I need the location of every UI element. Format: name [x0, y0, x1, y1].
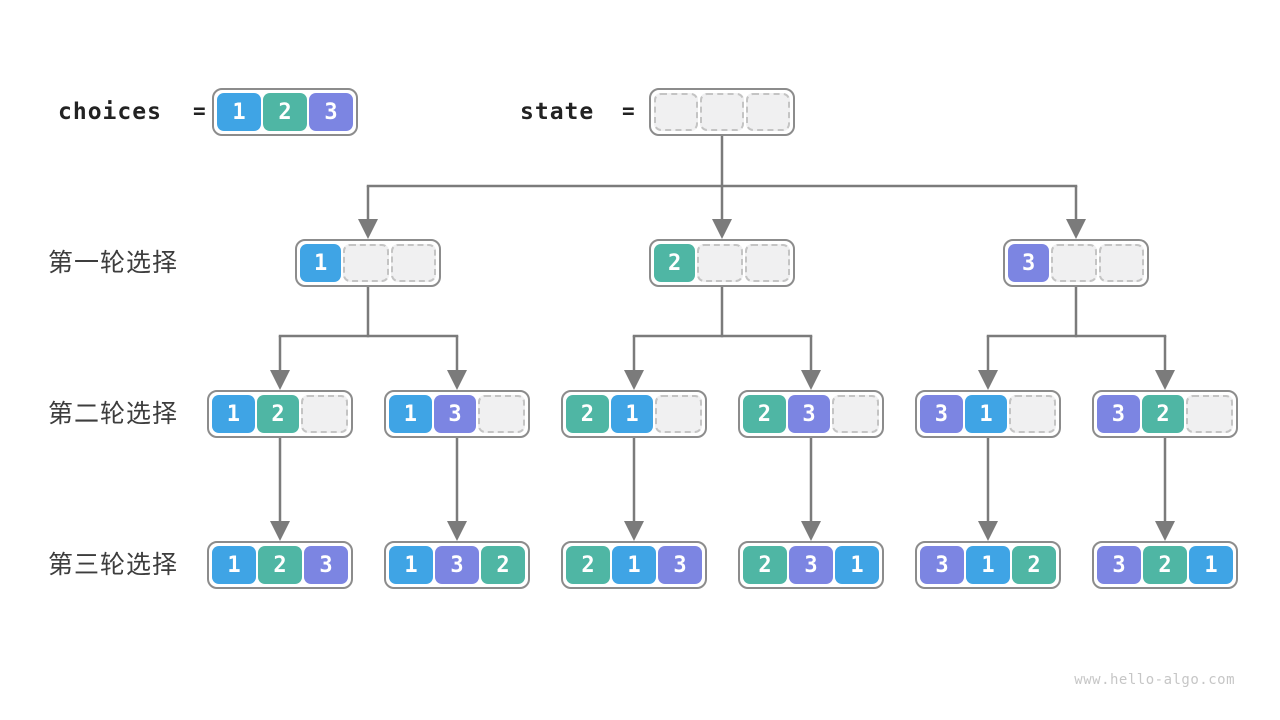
row-label-round-3: 第三轮选择	[48, 550, 179, 579]
round3-cell-value: 3	[789, 546, 833, 584]
round3-cell-value: 2	[743, 546, 787, 584]
round1-cell-value: 1	[300, 244, 342, 282]
round1-cell-empty	[390, 244, 436, 282]
row-label-round-1: 第一轮选择	[48, 248, 179, 277]
round2-cell-value: 3	[1097, 395, 1140, 433]
round1-cell-empty	[1051, 244, 1097, 282]
round1-cell-empty	[343, 244, 389, 282]
state-box-round1-3: 3	[1003, 239, 1149, 287]
state-cell-empty	[654, 93, 698, 131]
row-label-round-2: 第二轮选择	[48, 399, 179, 428]
choices-cell-value: 1	[217, 93, 261, 131]
round1-cell-empty	[744, 244, 790, 282]
choices-cell-value: 3	[309, 93, 353, 131]
round3-cell-value: 1	[966, 546, 1010, 584]
round2-cell-value: 3	[787, 395, 831, 433]
round2-cell-value: 2	[1141, 395, 1185, 433]
state-cell-empty	[746, 93, 790, 131]
round3-cell-value: 2	[1143, 546, 1187, 584]
round3-cell-value: 2	[258, 546, 302, 584]
round3-cell-value: 3	[435, 546, 479, 584]
round2-cell-empty	[301, 395, 349, 433]
state-box-round1-1: 1	[295, 239, 441, 287]
round3-cell-value: 2	[1012, 546, 1056, 584]
state-array-box	[649, 88, 795, 136]
round1-cell-empty	[1098, 244, 1144, 282]
round2-cell-value: 1	[610, 395, 654, 433]
round2-cell-empty	[478, 395, 526, 433]
choices-equals-sign: =	[193, 99, 206, 123]
round3-cell-value: 2	[566, 546, 610, 584]
round3-cell-value: 3	[304, 546, 348, 584]
watermark: www.hello-algo.com	[1074, 672, 1235, 688]
choices-label: choices	[58, 99, 162, 125]
round1-cell-value: 3	[1008, 244, 1050, 282]
state-label: state	[520, 99, 595, 125]
round2-cell-value: 2	[743, 395, 786, 433]
round2-cell-value: 1	[964, 395, 1008, 433]
round2-cell-value: 2	[566, 395, 609, 433]
round2-cell-value: 2	[256, 395, 300, 433]
round3-cell-value: 1	[835, 546, 879, 584]
round3-cell-value: 1	[212, 546, 256, 584]
round3-cell-value: 1	[612, 546, 656, 584]
round2-cell-value: 1	[212, 395, 255, 433]
round1-cell-value: 2	[654, 244, 696, 282]
round1-cell-empty	[697, 244, 743, 282]
round2-cell-empty	[832, 395, 880, 433]
round3-cell-value: 3	[658, 546, 702, 584]
round2-cell-empty	[1009, 395, 1057, 433]
round3-cell-value: 1	[389, 546, 433, 584]
state-box-round1-2: 2	[649, 239, 795, 287]
round2-cell-value: 3	[433, 395, 477, 433]
round3-cell-value: 3	[920, 546, 964, 584]
round2-cell-value: 1	[389, 395, 432, 433]
state-cell-empty	[700, 93, 744, 131]
round3-cell-value: 3	[1097, 546, 1141, 584]
state-equals-sign: =	[622, 99, 635, 123]
round2-cell-empty	[655, 395, 703, 433]
round3-cell-value: 1	[1189, 546, 1233, 584]
round2-cell-empty	[1186, 395, 1234, 433]
round3-cell-value: 2	[481, 546, 525, 584]
round2-cell-value: 3	[920, 395, 963, 433]
choices-cell-value: 2	[263, 93, 307, 131]
